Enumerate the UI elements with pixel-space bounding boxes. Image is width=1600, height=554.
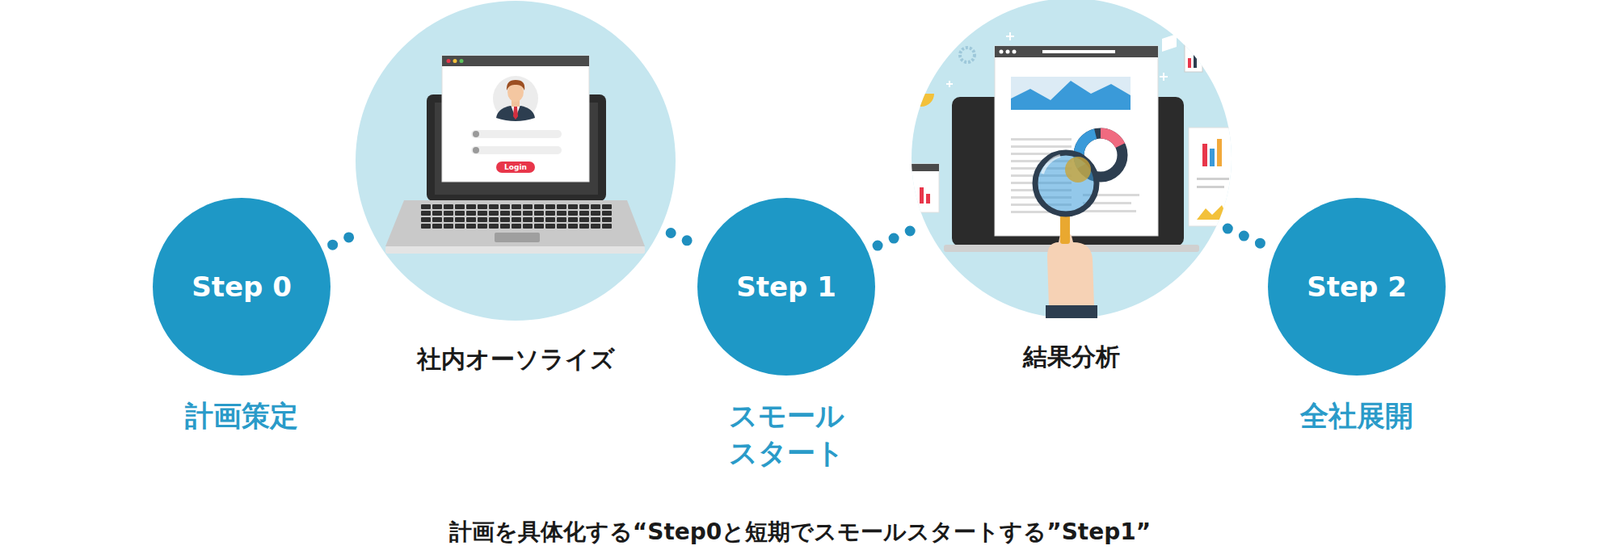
button-label: Login (504, 163, 527, 172)
step-number: Step 0 (191, 270, 292, 304)
circle-fill (1267, 197, 1446, 376)
circle-outline (911, 0, 1232, 319)
step-number: Step 1 (736, 270, 837, 304)
inner-area (911, 0, 1232, 319)
step-heading: 全社展開 (1300, 398, 1414, 436)
inner-area (355, 0, 676, 321)
illustration-circle: 結果分析 (911, 0, 1232, 319)
heading-area: スモール スタート (600, 398, 973, 472)
illustration-label: 社内オーソライズ (416, 343, 615, 375)
heading-area: 結果分析 (814, 341, 1329, 373)
dotted-connector (670, 232, 695, 245)
dotted-connector (877, 228, 916, 246)
illustration-circle: 社内オーソライズ (355, 0, 676, 321)
circle-fill (152, 197, 331, 376)
circle-fill (355, 0, 676, 321)
caption-block: 計画を具体化する“Step0と短期でスモールスタートする”Step1” (0, 517, 1600, 548)
heading-area: 社内オーソライズ (258, 343, 773, 375)
heading-area: 全社展開 (1170, 398, 1543, 436)
inner-area: Step 2 (1267, 197, 1446, 376)
login-laptop-illustration (385, 55, 645, 254)
illustration-label: 結果分析 (1023, 341, 1120, 373)
step-circle: Step 1スモール スタート (697, 197, 876, 376)
step-heading: スモール スタート (721, 398, 852, 472)
dotted-connector (1227, 228, 1266, 246)
heading-area: 計画策定 (55, 398, 428, 436)
step-heading: 計画策定 (185, 398, 299, 436)
inner-area: Step 0 (152, 197, 331, 376)
step-number: Step 2 (1306, 270, 1407, 304)
inner-area: Step 1 (697, 197, 876, 376)
circle-fill (697, 197, 876, 376)
circle-fill (911, 0, 1232, 319)
circle-outline (355, 0, 676, 321)
dotted-connector (332, 232, 361, 246)
analysis-laptop-illustration (908, 32, 1239, 319)
caption: 計画を具体化する“Step0と短期でスモールスタートする”Step1” (449, 517, 1151, 548)
step-circle: Step 2全社展開 (1267, 197, 1446, 376)
step-circle: Step 0計画策定 (152, 197, 331, 376)
